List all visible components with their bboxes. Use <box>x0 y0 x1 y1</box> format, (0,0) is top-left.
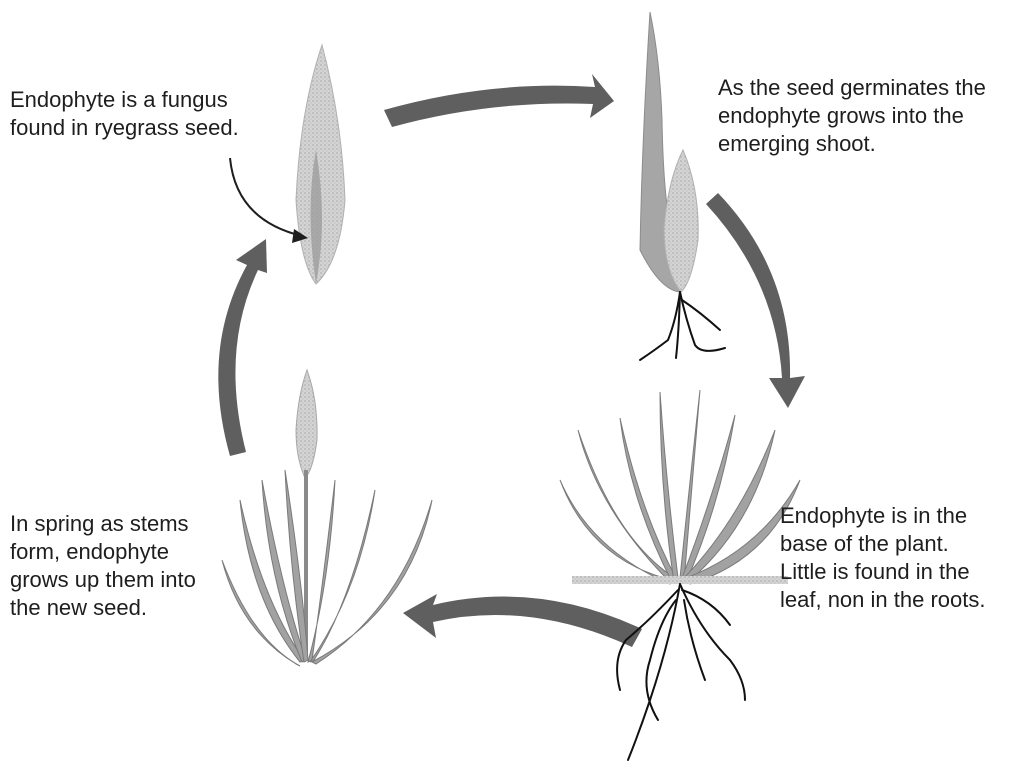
ryegrass-seed-illustration <box>230 45 345 284</box>
plant-base-caption-line-2: base of the plant. <box>780 530 985 558</box>
germination-caption-line-3: emerging shoot. <box>718 130 986 158</box>
germination-caption: As the seed germinates the endophyte gro… <box>718 74 986 158</box>
established-plant-illustration <box>560 390 800 760</box>
plant-base-caption-line-1: Endophyte is in the <box>780 502 985 530</box>
arrow-right <box>706 193 805 408</box>
pointer-arrow <box>230 158 302 236</box>
flowering-plant-illustration <box>222 370 432 666</box>
arrow-top <box>384 74 614 127</box>
plant-roots <box>617 584 745 760</box>
plant-leaves <box>560 390 800 584</box>
germinating-seed-illustration <box>640 12 725 360</box>
seed-caption-line-1: Endophyte is a fungus <box>10 86 239 114</box>
soil-line <box>572 576 788 584</box>
spring-caption-line-3: grows up them into <box>10 566 196 594</box>
spring-caption-line-1: In spring as stems <box>10 510 196 538</box>
spring-caption-line-4: the new seed. <box>10 594 196 622</box>
seed-caption: Endophyte is a fungus found in ryegrass … <box>10 86 239 142</box>
seedling-roots <box>640 292 725 360</box>
plant-base-caption-line-4: leaf, non in the roots. <box>780 586 985 614</box>
seed-head <box>296 370 317 478</box>
spring-caption-line-2: form, endophyte <box>10 538 196 566</box>
plant-base-caption: Endophyte is in the base of the plant. L… <box>780 502 985 614</box>
seed-caption-line-2: found in ryegrass seed. <box>10 114 239 142</box>
plant-base-caption-line-3: Little is found in the <box>780 558 985 586</box>
flowering-plant-leaves <box>222 470 432 666</box>
germination-caption-line-1: As the seed germinates the <box>718 74 986 102</box>
arrow-left <box>218 239 267 456</box>
spring-caption: In spring as stems form, endophyte grows… <box>10 510 196 622</box>
germination-caption-line-2: endophyte grows into the <box>718 102 986 130</box>
arrow-bottom <box>403 594 642 647</box>
